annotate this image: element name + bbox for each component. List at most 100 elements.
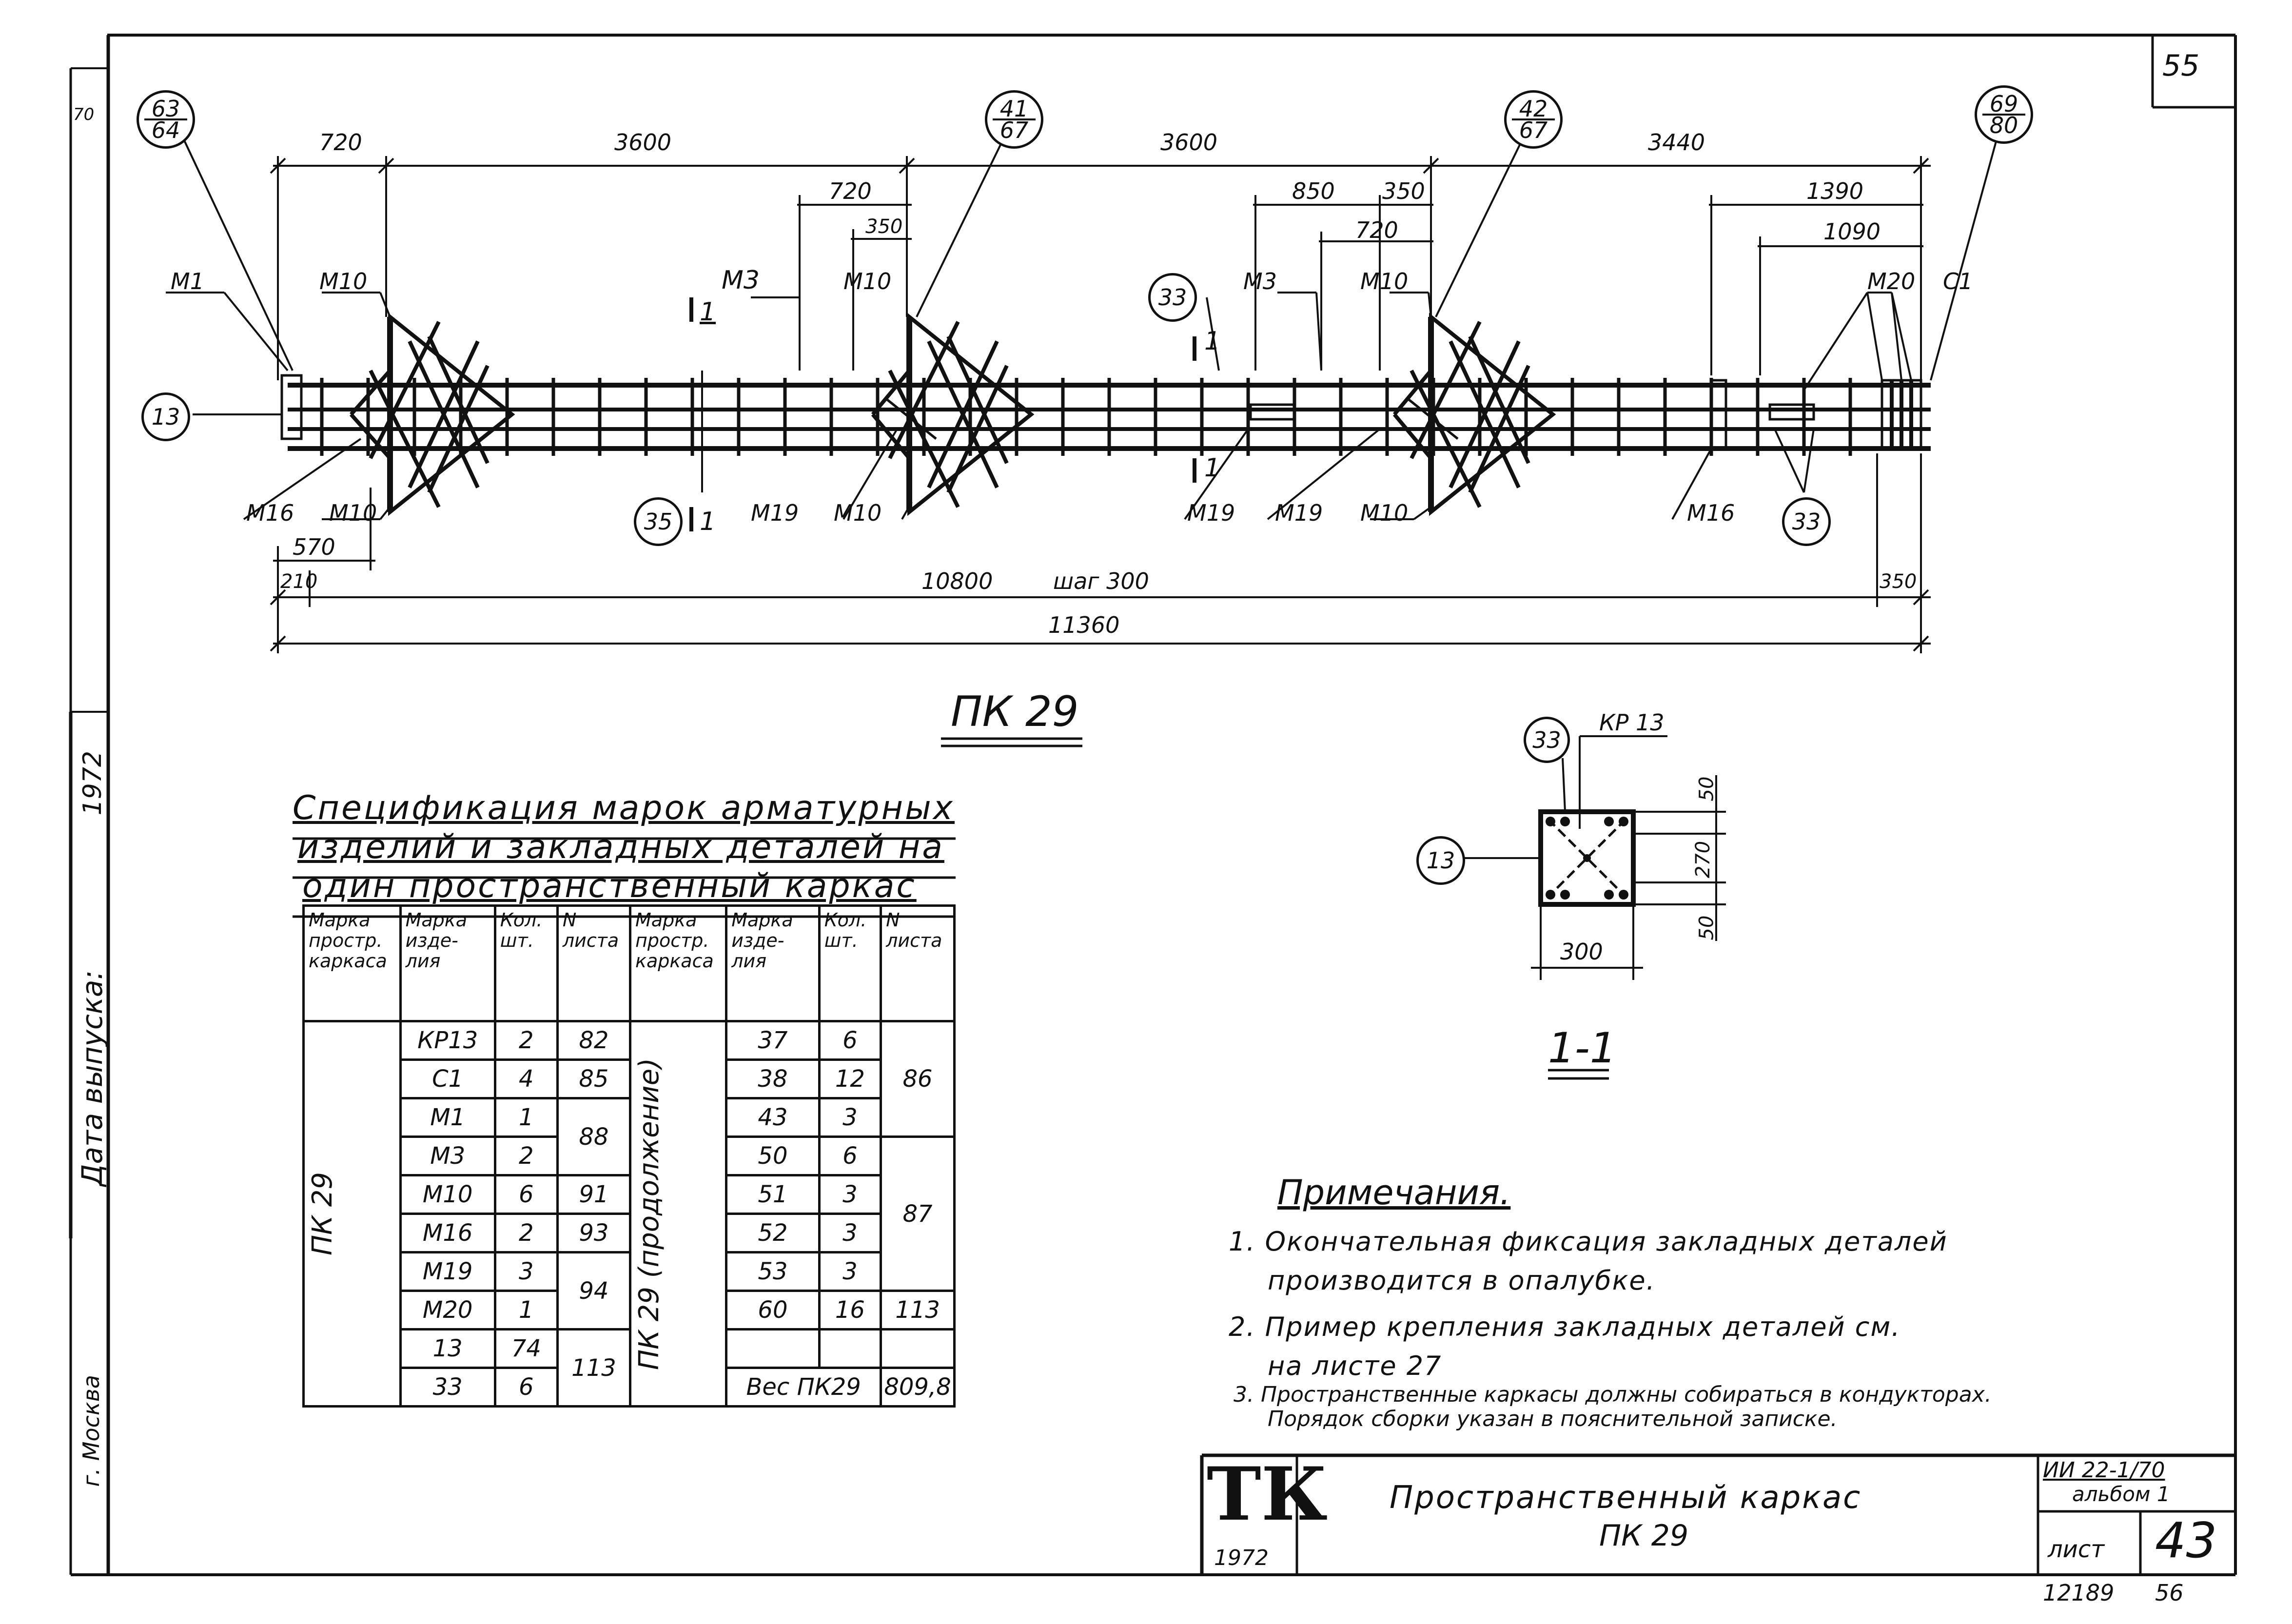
row-mark: М20 — [399, 1290, 496, 1331]
spec-title-1: Спецификация марок арматурных — [293, 789, 955, 827]
cut-label-1: 1 — [700, 297, 716, 327]
row-mark: 13 — [399, 1328, 496, 1369]
weight-label: Вес ПК29 — [725, 1367, 882, 1408]
spec-title-3: один пространственный каркас — [302, 867, 917, 905]
mark-m16-a: М16 — [246, 500, 294, 526]
drawing-caption: ПК 29 — [951, 687, 1079, 736]
series-code: ИИ 22-1/70 — [2043, 1458, 2165, 1483]
row-qty: 2 — [493, 1135, 559, 1176]
row-qty: 4 — [493, 1058, 559, 1099]
cut-label-4: 1 — [1204, 453, 1221, 483]
spec-table-left: Марка простр. каркаса Марка изде- лия Ко… — [302, 904, 632, 1408]
ref-circle-35: 35 — [634, 497, 683, 546]
row-mark: 50 — [725, 1135, 821, 1176]
dim-11360: 11360 — [1048, 612, 1120, 638]
archive-number: 12189 — [2043, 1580, 2115, 1606]
section-dim-50-top: 50 — [1695, 776, 1718, 802]
row-qty: 12 — [818, 1058, 882, 1099]
row-mark: 51 — [725, 1174, 821, 1215]
dim-3600-b: 3600 — [1160, 129, 1218, 156]
row-qty: 74 — [493, 1328, 559, 1369]
mark-m20: М20 — [1867, 268, 1916, 294]
frame-elevation — [280, 374, 1931, 451]
titleblock-frame-mark: ПК 29 — [1599, 1519, 1689, 1553]
ref-circle-13: 13 — [141, 392, 190, 441]
cut-label-2: 1 — [700, 507, 716, 536]
mark-m3-b: М3 — [1243, 268, 1277, 294]
row-qty: 2 — [493, 1020, 559, 1061]
dim-10800: 10800 — [921, 568, 993, 594]
dim-850: 850 — [1292, 178, 1335, 204]
row-mark: М1 — [399, 1097, 496, 1138]
row-qty: 3 — [493, 1251, 559, 1292]
row-mark: 38 — [725, 1058, 821, 1099]
titleblock-name: Пространственный каркас — [1390, 1480, 1862, 1516]
row-qty: 2 — [493, 1213, 559, 1253]
note-1-line-2: производится в опалубке. — [1268, 1265, 1656, 1296]
mark-m19-b: М19 — [1187, 500, 1235, 526]
mark-m10-e: М10 — [834, 500, 882, 526]
stirrups — [320, 378, 1852, 456]
note-3-line-1: 3. Пространственные каркасы должны собир… — [1234, 1382, 1992, 1407]
dim-350-b: 350 — [1382, 178, 1425, 204]
section-1-1 — [1463, 735, 1726, 980]
row-mark: 60 — [725, 1290, 821, 1331]
row-qty: 16 — [818, 1290, 882, 1331]
row-sheet: 113 — [556, 1328, 632, 1408]
embedded-parts-m10 — [350, 313, 1556, 516]
album-label: альбом 1 — [2072, 1482, 2170, 1506]
row-qty: 3 — [818, 1213, 882, 1253]
row-mark: М10 — [399, 1174, 496, 1215]
dim-210: 210 — [280, 570, 318, 593]
mark-m19-a: М19 — [751, 500, 799, 526]
mark-m10-b: М10 — [843, 268, 892, 294]
dim-1390: 1390 — [1806, 178, 1864, 204]
section-caption: 1-1 — [1548, 1024, 1617, 1073]
tk-year: 1972 — [1214, 1546, 1269, 1570]
row-sheet: 93 — [556, 1213, 632, 1253]
ref-circle-33-b: 33 — [1782, 497, 1831, 546]
dim-3440: 3440 — [1648, 129, 1705, 156]
row-qty: 6 — [818, 1020, 882, 1061]
row-mark: 52 — [725, 1213, 821, 1253]
section-dim-300: 300 — [1560, 939, 1603, 965]
dim-570: 570 — [293, 534, 335, 560]
row-sheet: 82 — [556, 1020, 632, 1061]
release-year: 1972 — [78, 751, 107, 816]
header-frame-mark: Марка простр. каркаса — [302, 904, 402, 1022]
header-sheet: N листа — [880, 904, 956, 1022]
row-mark: М3 — [399, 1135, 496, 1176]
row-qty: 1 — [493, 1290, 559, 1331]
header-frame-mark: Марка простр. каркаса — [628, 904, 728, 1022]
row-mark: М19 — [399, 1251, 496, 1292]
group-cell: ПК 29 (продолжение) — [628, 1020, 728, 1408]
cut-label-3: 1 — [1204, 327, 1221, 356]
header-qty: Кол. шт. — [818, 904, 882, 1022]
row-qty: 3 — [818, 1097, 882, 1138]
row-sheet: 88 — [556, 1097, 632, 1176]
mark-m1: М1 — [171, 268, 204, 294]
row-sheet: 91 — [556, 1174, 632, 1215]
city-label: г. Москва — [78, 1375, 104, 1487]
ref-circle-33-a: 33 — [1148, 273, 1197, 322]
row-sheet: 113 — [880, 1290, 956, 1331]
row-qty: 3 — [818, 1174, 882, 1215]
sheet-label: лист — [2048, 1536, 2105, 1563]
row-sheet: 85 — [556, 1058, 632, 1099]
sheet-number-box: 43 — [2155, 1512, 2217, 1569]
row-sheet: 86 — [880, 1020, 956, 1138]
row-mark: 37 — [725, 1020, 821, 1061]
mark-m10-f: М10 — [1360, 500, 1409, 526]
mark-m3-a: М3 — [722, 266, 760, 295]
mark-c1: С1 — [1943, 268, 1973, 294]
dim-3600-a: 3600 — [614, 129, 672, 156]
section-circle-13: 13 — [1416, 836, 1465, 885]
dim-1090: 1090 — [1823, 218, 1881, 245]
mark-m16-b: М16 — [1687, 500, 1735, 526]
row-sheet: 87 — [880, 1135, 956, 1292]
